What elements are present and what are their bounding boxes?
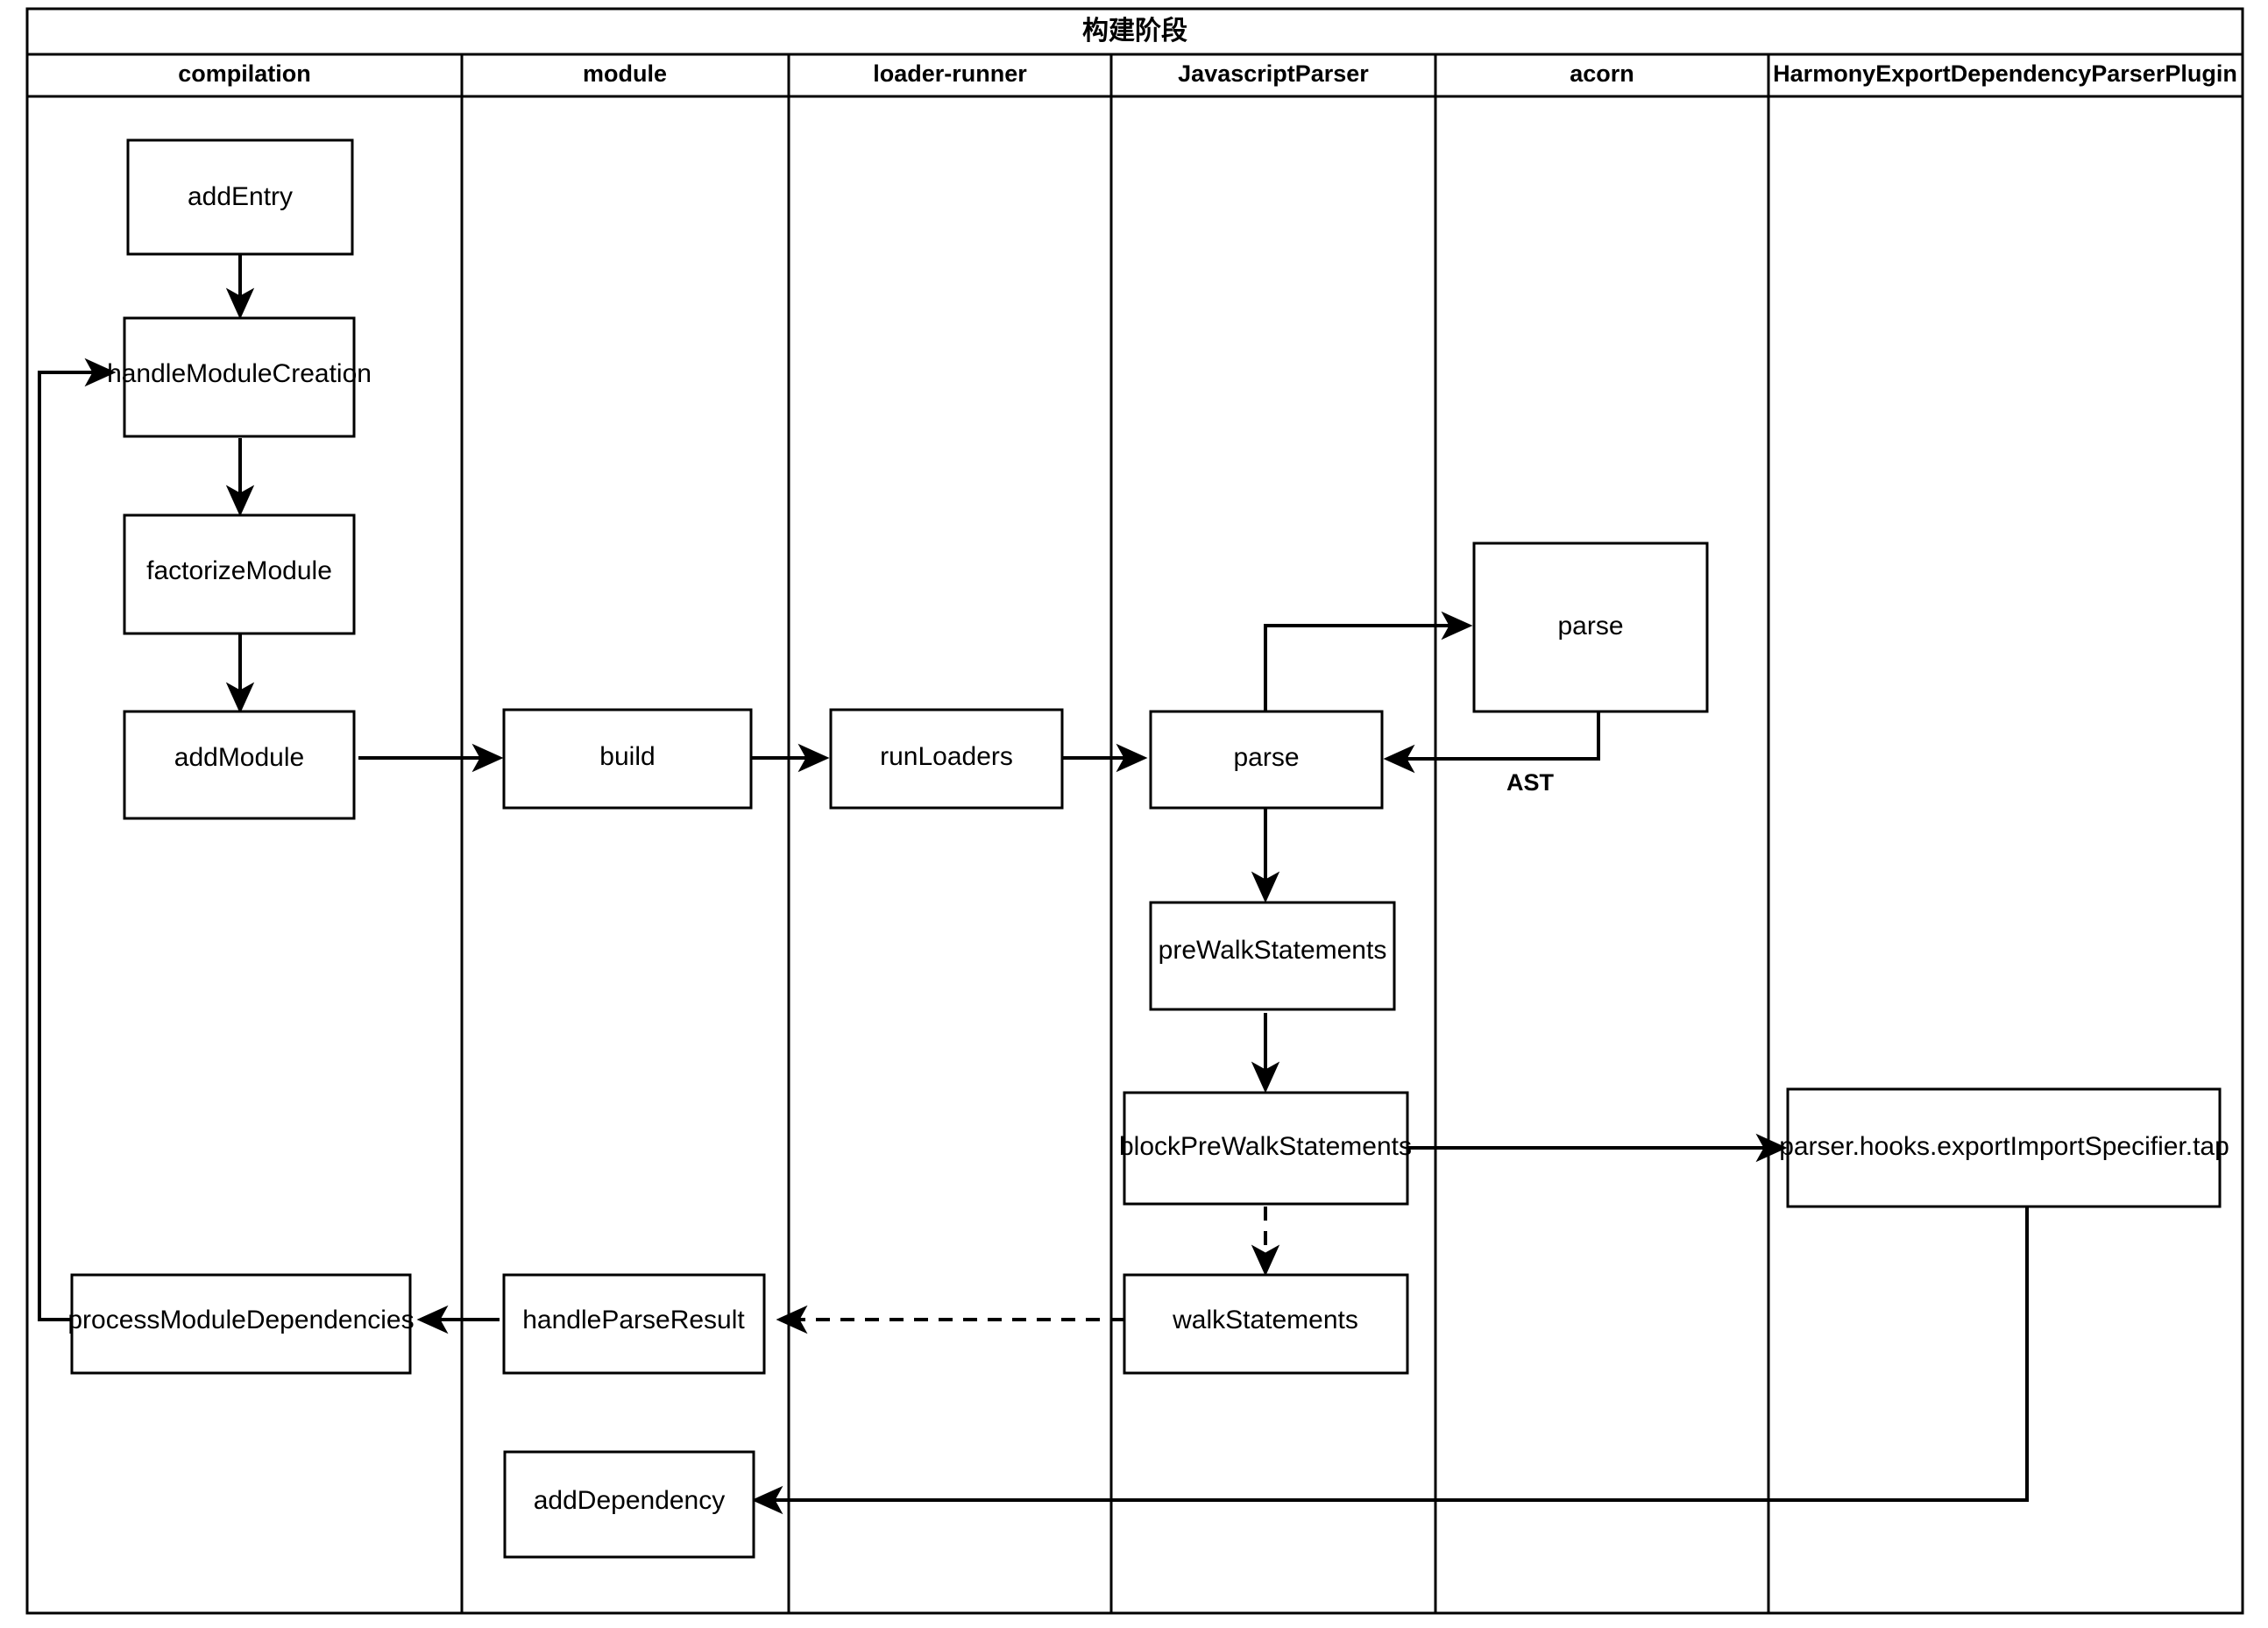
node-label-exportImportSpecifierTap: parser.hooks.exportImportSpecifier.tap xyxy=(1779,1132,2229,1161)
node-label-processModuleDependencies: processModuleDependencies xyxy=(67,1306,414,1334)
node-label-factorizeModule: factorizeModule xyxy=(146,556,332,585)
pool-outer-border xyxy=(25,7,2244,1615)
node-handleModuleCreation[interactable]: handleModuleCreation xyxy=(107,316,372,438)
edge-processModuleDependencies-to-handleModuleCreation xyxy=(38,357,117,1321)
node-addEntry[interactable]: addEntry xyxy=(126,138,354,256)
lane-title-module: module xyxy=(583,60,667,87)
node-label-build: build xyxy=(599,742,655,771)
edge-acornParse-to-jsParse xyxy=(1383,711,1600,774)
node-handleParseResult[interactable]: handleParseResult xyxy=(502,1273,766,1375)
edge-exportImportSpecifierTap-to-addDependency xyxy=(751,1207,2029,1515)
node-label-handleModuleCreation: handleModuleCreation xyxy=(107,359,372,388)
node-label-preWalkStatements: preWalkStatements xyxy=(1159,936,1387,965)
node-processModuleDependencies[interactable]: processModuleDependencies xyxy=(67,1273,415,1375)
node-build[interactable]: build xyxy=(502,708,753,810)
node-label-runLoaders: runLoaders xyxy=(880,742,1013,771)
node-label-addDependency: addDependency xyxy=(534,1486,726,1515)
node-blockPreWalkStatements[interactable]: blockPreWalkStatements xyxy=(1119,1091,1412,1206)
node-label-addEntry: addEntry xyxy=(188,182,293,211)
node-label-parse-javascriptparser: parse xyxy=(1233,743,1299,772)
lane-title-acorn: acorn xyxy=(1570,60,1634,87)
lane-title-loader-runner: loader-runner xyxy=(873,60,1027,87)
node-runLoaders[interactable]: runLoaders xyxy=(829,708,1064,810)
node-walkStatements[interactable]: walkStatements xyxy=(1123,1273,1409,1375)
node-label-addModule: addModule xyxy=(174,743,304,772)
node-addDependency[interactable]: addDependency xyxy=(503,1450,755,1559)
node-label-parse-acorn: parse xyxy=(1557,612,1623,641)
lane-title-javascript-parser: JavascriptParser xyxy=(1178,60,1369,87)
node-label-handleParseResult: handleParseResult xyxy=(522,1306,745,1334)
lane-title-harmony-plugin: HarmonyExportDependencyParserPlugin xyxy=(1773,60,2237,87)
node-label-walkStatements: walkStatements xyxy=(1172,1306,1358,1334)
node-exportImportSpecifierTap[interactable]: parser.hooks.exportImportSpecifier.tap xyxy=(1779,1087,2229,1208)
node-addModule[interactable]: addModule xyxy=(123,710,356,820)
edge-jsParse-to-acornParse xyxy=(1264,611,1473,711)
pool-title: 构建阶段 xyxy=(1082,16,1187,46)
lane-title-compilation: compilation xyxy=(178,60,311,87)
node-preWalkStatements[interactable]: preWalkStatements xyxy=(1149,901,1396,1011)
edge-label-ast: AST xyxy=(1506,769,1555,796)
node-factorizeModule[interactable]: factorizeModule xyxy=(123,513,356,635)
node-label-blockPreWalkStatements: blockPreWalkStatements xyxy=(1119,1132,1412,1161)
node-parse-javascriptparser[interactable]: parse xyxy=(1149,710,1384,810)
node-parse-acorn[interactable]: parse xyxy=(1472,541,1709,713)
